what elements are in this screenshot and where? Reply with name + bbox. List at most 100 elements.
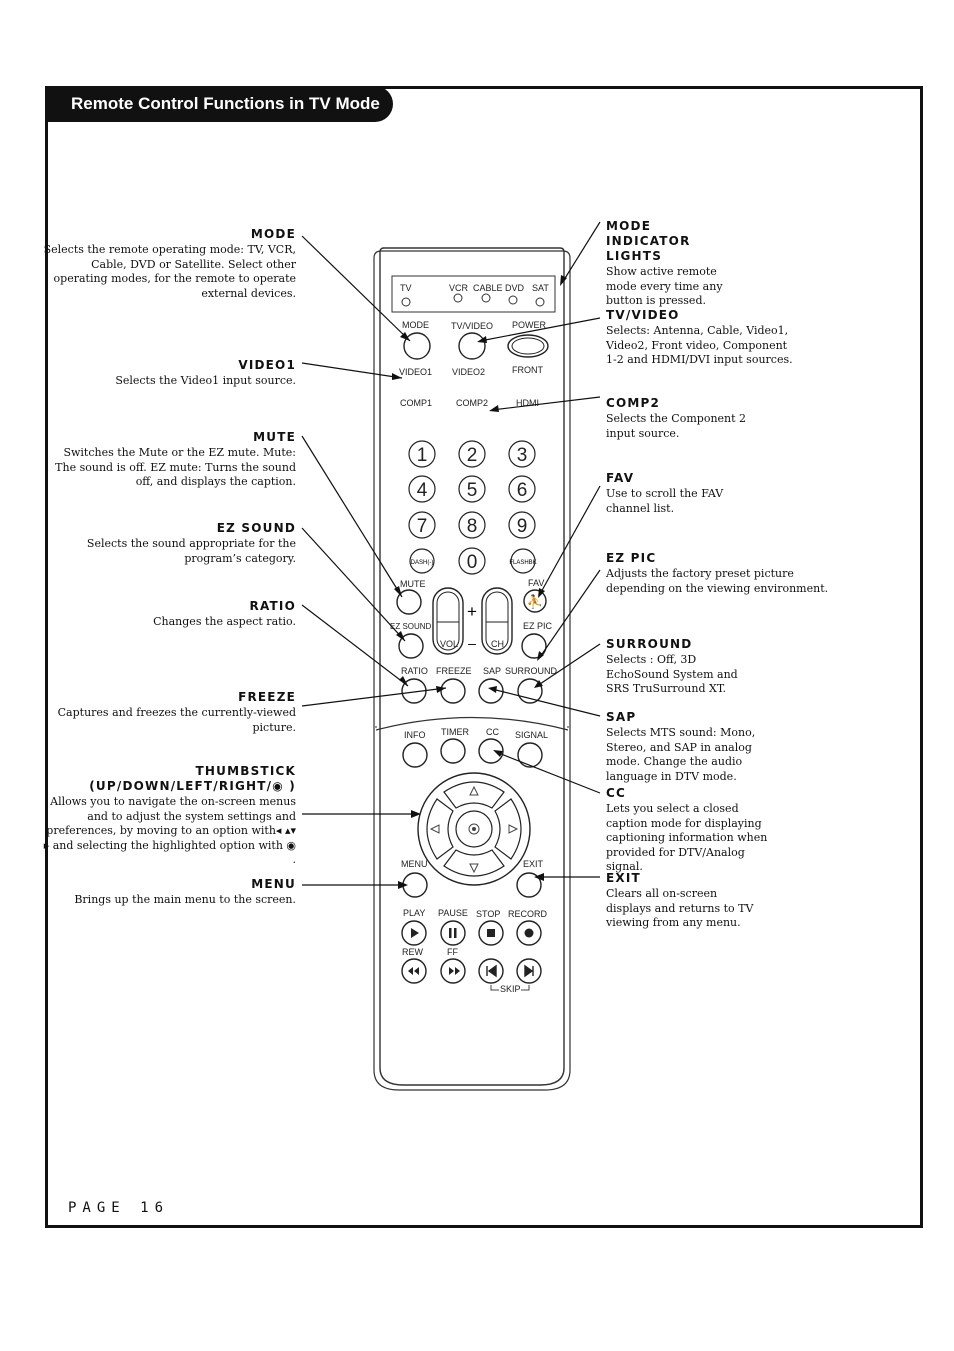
callout-thumbstick: THUMBSTICK (UP/DOWN/LEFT/RIGHT/◉ )Allows…	[43, 764, 296, 867]
mute-button[interactable]	[396, 589, 422, 615]
exit-button[interactable]	[516, 872, 542, 898]
vol-label: VOL	[440, 639, 458, 649]
power-button[interactable]	[507, 334, 549, 358]
minus-sign: –	[468, 635, 476, 651]
mode-light-dvd	[508, 295, 518, 305]
stop-label: STOP	[476, 909, 500, 919]
arrow-up-icon	[469, 785, 479, 796]
page-number: PAGE 16	[68, 1200, 170, 1216]
tv-video-label: TV/VIDEO	[451, 321, 493, 331]
digit-2-label: 2	[467, 445, 478, 466]
callout-arrowheads	[392, 275, 567, 889]
comp1-button: COMP1	[400, 398, 432, 408]
flashbk-button[interactable]	[510, 548, 536, 574]
mute-label: MUTE	[400, 579, 426, 589]
record-label: RECORD	[508, 909, 548, 919]
play-icon	[411, 928, 419, 938]
mode-light-vcr	[453, 293, 463, 303]
mode-light-tv	[401, 297, 411, 307]
power-label: POWER	[512, 320, 547, 330]
pause-button[interactable]	[440, 920, 466, 946]
digit-0-button[interactable]	[458, 547, 486, 575]
dash-button[interactable]	[409, 548, 435, 574]
sap-button[interactable]	[478, 678, 504, 704]
freeze-button[interactable]	[440, 678, 466, 704]
pause-label: PAUSE	[438, 908, 468, 918]
digit-2-button[interactable]	[458, 440, 486, 468]
menu-label: MENU	[401, 859, 428, 869]
flashbk-label: FLASHBK	[509, 560, 536, 566]
vol-rocker[interactable]	[432, 587, 464, 655]
skip-label: SKIP	[500, 984, 521, 994]
ch-label: CH	[491, 639, 504, 649]
ratio-label: RATIO	[401, 666, 428, 676]
arrow-left-icon	[429, 824, 440, 834]
freeze-label: FREEZE	[436, 666, 472, 676]
stop-icon	[487, 929, 495, 937]
digit-3-button[interactable]	[508, 440, 536, 468]
fav-icon: ⛹	[527, 593, 543, 610]
thumbstick-down[interactable]	[443, 849, 505, 877]
digit-6-button[interactable]	[508, 475, 536, 503]
mode-button[interactable]	[403, 332, 431, 360]
skip-back-icon	[486, 964, 497, 978]
ch-rocker[interactable]	[481, 587, 513, 655]
fav-label: FAV	[528, 578, 544, 588]
thumbstick-right[interactable]	[494, 798, 522, 860]
timer-button[interactable]	[440, 738, 466, 764]
play-label: PLAY	[403, 908, 425, 918]
digit-9-button[interactable]	[508, 511, 536, 539]
number-pad: 1 2 3 4 5 6 7 8 9 0	[408, 440, 536, 575]
signal-label: SIGNAL	[515, 730, 548, 740]
dash-label: DASH(-)	[411, 560, 434, 566]
cc-label: CC	[486, 727, 499, 737]
exit-label: EXIT	[523, 859, 544, 869]
digit-4-label: 4	[417, 480, 428, 501]
skip-forward-icon	[524, 964, 534, 978]
digit-5-button[interactable]	[458, 475, 486, 503]
digit-3-label: 3	[517, 445, 528, 466]
mode-light-dvd-label: DVD	[505, 283, 525, 293]
timer-label: TIMER	[441, 727, 469, 737]
ez-sound-label: EZ SOUND	[390, 622, 432, 631]
arrow-down-icon	[469, 863, 479, 874]
rew-label: REW	[402, 947, 424, 957]
page-frame	[45, 86, 923, 1228]
mode-light-sat-label: SAT	[532, 283, 549, 293]
sap-label: SAP	[483, 666, 501, 676]
surround-label: SURROUND	[505, 666, 558, 676]
digit-0-label: 0	[467, 552, 478, 573]
digit-6-label: 6	[517, 480, 528, 501]
digit-8-button[interactable]	[458, 511, 486, 539]
ez-sound-button[interactable]	[398, 633, 424, 659]
mode-light-sat	[535, 297, 545, 307]
arrow-right-icon	[508, 824, 519, 834]
digit-7-button[interactable]	[408, 511, 436, 539]
digit-4-button[interactable]	[408, 475, 436, 503]
tv-video-button[interactable]	[458, 332, 486, 360]
mode-label: MODE	[402, 320, 429, 330]
signal-button[interactable]	[517, 742, 543, 768]
thumbstick-left[interactable]	[426, 798, 454, 860]
ok-icon	[468, 823, 480, 835]
rewind-icon	[408, 967, 419, 975]
comp2-button: COMP2	[456, 398, 488, 408]
video1-button: VIDEO1	[399, 367, 432, 377]
ez-pic-label: EZ PIC	[523, 621, 553, 631]
info-button[interactable]	[402, 742, 428, 768]
mode-indicator-panel	[391, 275, 556, 313]
callout-leaders	[301, 221, 601, 886]
digit-7-label: 7	[417, 516, 428, 537]
mode-light-tv-label: TV	[400, 283, 412, 293]
ff-label: FF	[447, 947, 458, 957]
digit-1-button[interactable]	[408, 440, 436, 468]
